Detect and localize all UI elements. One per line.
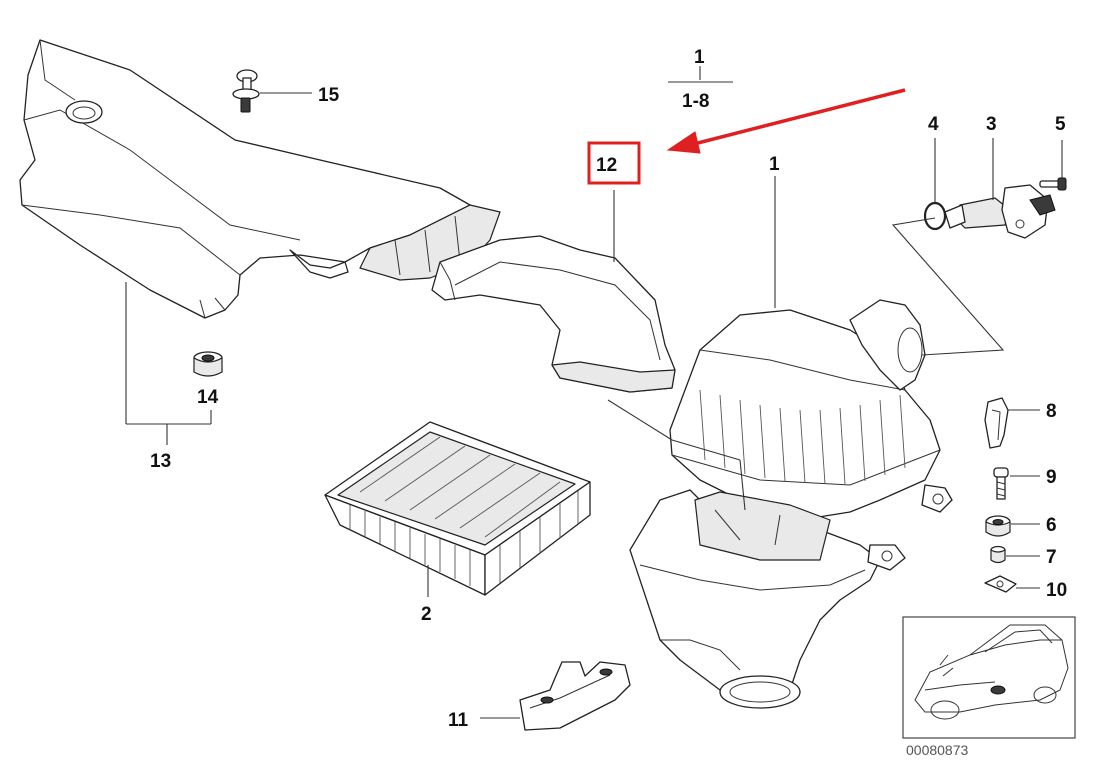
label-1-8: 1-8 [682,91,709,112]
label-1-top: 1 [694,47,705,68]
label-14: 14 [197,387,219,408]
o-ring-part-4 [923,201,947,231]
label-9: 9 [1046,467,1057,488]
intake-duct-part-13 [19,39,501,319]
label-1: 1 [769,154,780,175]
leader-lines [125,66,1063,719]
mounting-bracket-part-11 [519,661,631,731]
clip-nut-part-10 [984,575,1017,593]
airbox-housing-part-1 [629,299,953,709]
intake-snorkel-part-12 [431,235,676,393]
bush-part-7 [990,545,1006,564]
label-15: 15 [318,85,340,106]
label-6: 6 [1046,515,1057,536]
label-5: 5 [1055,114,1066,135]
screw-part-5 [1039,177,1067,191]
vehicle-thumbnail [902,616,1076,739]
label-8: 8 [1046,401,1057,422]
bolt-part-15 [232,69,260,113]
filter-element-part-2 [324,421,591,596]
label-13: 13 [150,451,171,472]
grommet-part-14 [193,351,223,377]
maf-sensor-part-3 [944,184,1056,239]
highlight-arrow [666,88,906,154]
label-7: 7 [1046,547,1057,568]
label-2: 2 [421,604,432,625]
label-11: 11 [448,710,469,731]
rubber-mount-part-6 [985,515,1011,537]
bolt-part-9 [993,467,1009,500]
label-12: 12 [596,155,617,176]
label-3: 3 [986,114,997,135]
label-4: 4 [928,114,939,135]
drawing-number: 00080873 [906,742,969,758]
bracket-clip-part-8 [984,397,1009,449]
highlight-box [587,141,641,185]
label-10: 10 [1046,580,1067,601]
